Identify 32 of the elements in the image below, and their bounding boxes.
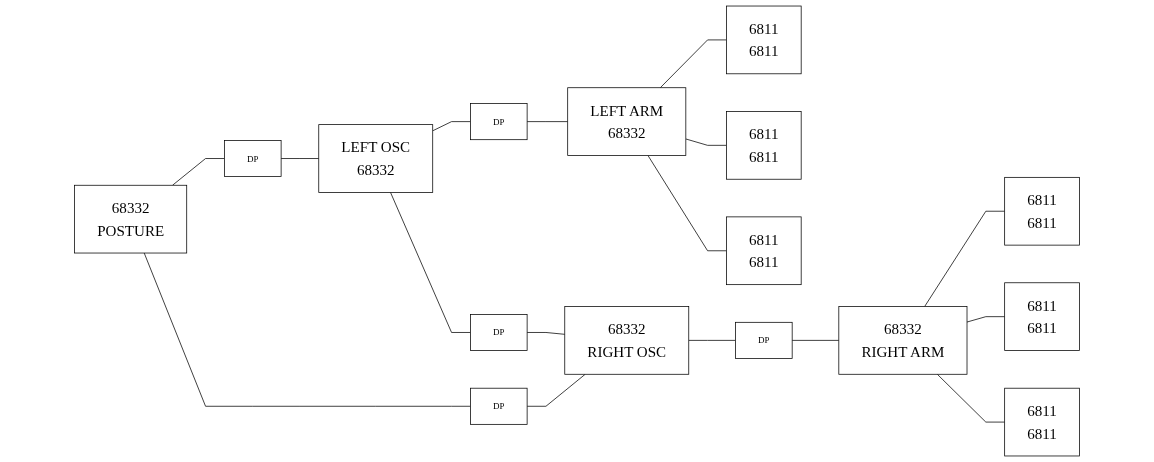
node-box: LEFT ARM 68332 — [567, 87, 687, 156]
node-box: 6811 6811 — [726, 216, 802, 286]
node-box: 6811 6811 — [1004, 282, 1080, 351]
connector — [966, 316, 1006, 323]
connector — [526, 373, 586, 407]
connector — [685, 138, 727, 146]
node-box: 68332 RIGHT ARM — [838, 306, 968, 375]
node-box: 6811 6811 — [726, 5, 802, 75]
connector — [280, 158, 320, 159]
connector — [924, 210, 1006, 307]
node-box: DP — [470, 314, 528, 351]
node-box: LEFT OSC 68332 — [318, 124, 434, 193]
connector — [172, 158, 225, 186]
connector — [688, 340, 736, 341]
connector — [647, 155, 727, 252]
node-box: 6811 6811 — [1004, 176, 1080, 246]
connector — [526, 121, 569, 122]
connector — [659, 39, 727, 89]
connector — [390, 192, 471, 333]
node-box: DP — [470, 387, 528, 425]
connector — [143, 252, 471, 407]
node-box: 6811 6811 — [726, 111, 802, 180]
connector — [936, 373, 1006, 423]
connector — [432, 121, 471, 132]
node-box: 68332 POSTURE — [74, 184, 188, 254]
node-box: DP — [224, 140, 282, 177]
connector — [791, 340, 840, 341]
connector — [526, 332, 566, 335]
node-box: 68332 RIGHT OSC — [564, 306, 690, 375]
node-box: 6811 6811 — [1004, 387, 1080, 457]
node-box: DP — [470, 103, 528, 141]
node-box: DP — [735, 321, 793, 359]
